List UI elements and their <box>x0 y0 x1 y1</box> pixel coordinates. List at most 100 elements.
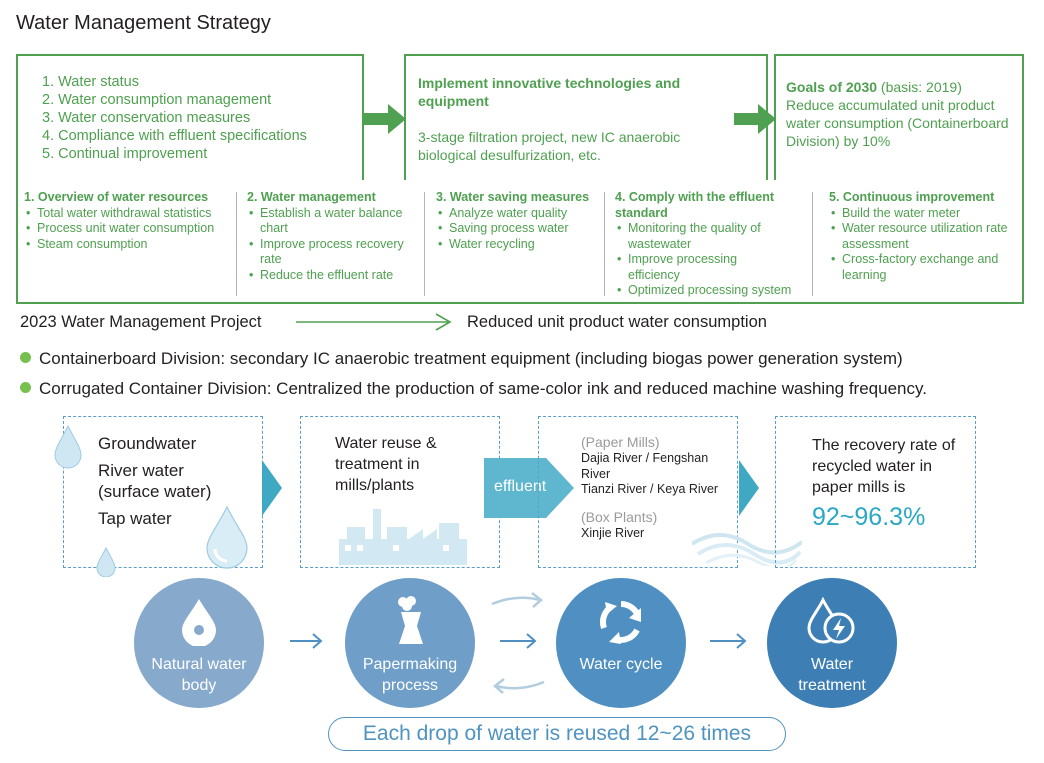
reuse-times-pill: Each drop of water is reused 12~26 times <box>328 717 786 751</box>
strategy-item: 3. Water conservation measures <box>42 110 251 126</box>
column-divider <box>236 192 237 296</box>
circle-water-treatment: Water treatment <box>767 578 897 708</box>
reuse-box: Water reuse & treatment in mills/plants <box>300 416 500 568</box>
column-item: Monitoring the quality of wastewater <box>615 221 788 252</box>
strategy-item: 1. Water status <box>42 74 139 90</box>
column-heading: 3. Water saving measures <box>436 190 590 204</box>
triangle-right-icon <box>739 460 759 516</box>
long-arrow-icon <box>296 313 452 331</box>
bullet-corrugated: Corrugated Container Division: Centraliz… <box>20 379 927 399</box>
water-drop-icon <box>54 424 82 469</box>
circle-label: Natural water <box>151 656 247 673</box>
goals-box: Goals of 2030 (basis: 2019) Reduce accum… <box>774 54 1024 182</box>
sources-box: Groundwater River water (surface water) … <box>63 416 263 568</box>
goals-basis: (basis: 2019) <box>877 79 962 95</box>
effluent-label: effluent <box>494 478 547 495</box>
river-item: Tianzi River / Keya River <box>581 482 719 496</box>
factory-tower-icon <box>398 596 423 644</box>
recovery-value: 92~96.3% <box>812 503 926 531</box>
column-item: Establish a water balance chart <box>247 206 419 237</box>
column-heading: 4. Comply with the effluent standard <box>615 190 775 220</box>
bullet-text: Containerboard Division: secondary IC an… <box>39 349 903 368</box>
source-item: River water <box>98 461 184 480</box>
project-label: 2023 Water Management Project <box>20 313 262 331</box>
arrow-right-icon <box>491 592 543 608</box>
column-item: Process unit water consumption <box>24 221 234 237</box>
circle-label: body <box>181 677 217 694</box>
goals-heading: Goals of 2030 <box>786 79 878 95</box>
arrow-right-icon <box>364 104 406 134</box>
column-divider <box>604 192 605 296</box>
strategy-item: 5. Continual improvement <box>42 146 208 162</box>
circle-label: Papermaking <box>362 656 458 673</box>
goals-content: Goals of 2030 (basis: 2019) Reduce accum… <box>786 78 1018 150</box>
column-item: Cross-factory exchange and learning <box>829 252 1021 283</box>
circle-label: Water cycle <box>579 656 663 673</box>
water-drop-icon <box>96 547 116 577</box>
bullet-containerboard: Containerboard Division: secondary IC an… <box>20 349 903 369</box>
innovation-heading: Implement innovative technologies and eq… <box>418 75 681 109</box>
innovation-box: Implement innovative technologies and eq… <box>404 54 768 182</box>
column-item: Water resource utilization rate assessme… <box>829 221 1021 252</box>
column-item: Improve processing efficiency <box>615 252 788 283</box>
project-result: Reduced unit product water consumption <box>467 313 767 331</box>
recovery-box: The recovery rate of recycled water in p… <box>775 416 976 568</box>
column-water-management: 2. Water management Establish a water ba… <box>247 190 419 283</box>
column-item: Analyze water quality <box>436 206 608 222</box>
recycle-arrows-icon <box>599 600 641 644</box>
arrow-right-icon <box>290 633 323 649</box>
strategy-item: 2. Water consumption management <box>42 92 272 108</box>
column-divider <box>424 192 425 296</box>
strategy-list-box: 1. Water status 2. Water consumption man… <box>16 54 364 182</box>
drop-lightning-icon <box>807 596 855 644</box>
column-water-resources: 1. Overview of water resources Total wat… <box>24 190 234 252</box>
strategy-list: 1. Water status 2. Water consumption man… <box>42 73 307 163</box>
source-item: Groundwater <box>98 434 197 453</box>
circle-papermaking: Papermaking process <box>345 578 475 708</box>
arrow-right-icon <box>734 104 776 134</box>
column-item: Saving process water <box>436 221 608 237</box>
river-item: Dajia River / Fengshan River <box>581 451 709 481</box>
column-heading: 1. Overview of water resources <box>24 190 209 204</box>
green-dot-icon <box>20 382 31 393</box>
box-plants-label: (Box Plants) <box>581 508 658 525</box>
column-item: Steam consumption <box>24 237 234 253</box>
column-item: Reduce the effluent rate <box>247 268 419 284</box>
column-heading: 2. Water management <box>247 190 376 204</box>
arrow-left-icon <box>493 678 545 694</box>
column-divider <box>812 192 813 296</box>
factory-icon <box>339 509 467 565</box>
column-item: Improve process recovery rate <box>247 237 419 268</box>
page-title: Water Management Strategy <box>16 12 271 34</box>
circle-label: Water <box>810 656 854 673</box>
column-item: Total water withdrawal statistics <box>24 206 234 222</box>
arrow-right-icon <box>710 633 747 649</box>
circle-label: treatment <box>798 677 866 694</box>
river-item: Xinjie River <box>581 525 645 540</box>
column-improvement: 5. Continuous improvement Build the wate… <box>829 190 1021 283</box>
column-item: Optimized processing system <box>615 283 810 299</box>
source-item: Tap water <box>98 509 172 528</box>
column-item: Build the water meter <box>829 206 1021 222</box>
source-item: (surface water) <box>98 482 212 501</box>
circle-label: process <box>381 677 439 694</box>
reuse-text: Water reuse & treatment in mills/plants <box>335 435 437 494</box>
sources-list: Groundwater River water (surface water) … <box>98 433 211 529</box>
water-drop-icon <box>182 599 216 646</box>
bullet-text: Corrugated Container Division: Centraliz… <box>39 379 927 398</box>
strategy-item: 4. Compliance with effluent specificatio… <box>42 128 307 144</box>
column-item: Water recycling <box>436 237 608 253</box>
innovation-text: 3-stage filtration project, new IC anaer… <box>418 129 681 163</box>
column-effluent: 4. Comply with the effluent standard Mon… <box>615 190 810 299</box>
green-dot-icon <box>20 352 31 363</box>
column-heading: 5. Continuous improvement <box>829 190 995 204</box>
wave-icon <box>692 533 802 566</box>
paper-mills-label: (Paper Mills) <box>581 434 660 450</box>
circle-water-cycle: Water cycle <box>556 578 686 708</box>
triangle-right-icon <box>262 460 282 516</box>
goals-text: Reduce accumulated unit product water co… <box>786 97 1009 149</box>
effluent-arrow-icon <box>484 458 574 518</box>
circle-natural-water: Natural water body <box>134 578 264 708</box>
recovery-text: The recovery rate of recycled water in p… <box>812 437 956 496</box>
water-drop-icon <box>206 505 248 569</box>
